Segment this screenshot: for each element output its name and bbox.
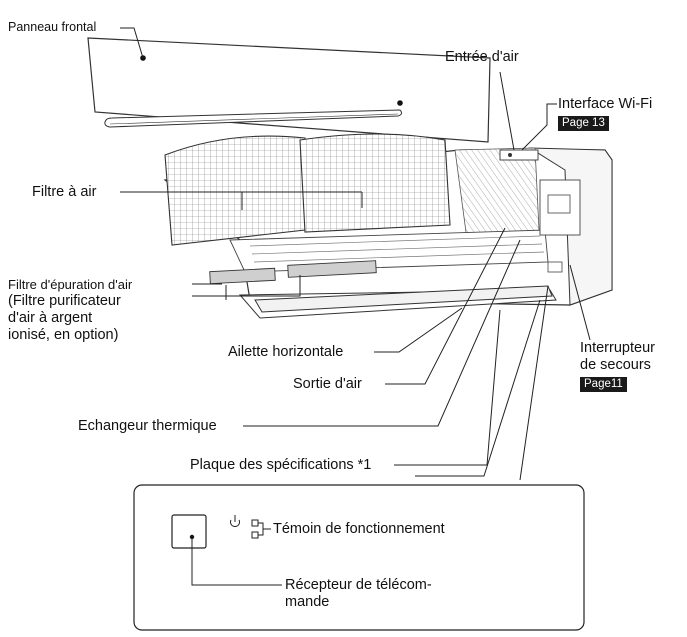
purification-filter-left: [209, 267, 276, 285]
label-purification-filter-line2: (Filtre purificateur: [8, 293, 121, 309]
horizontal-louver: [254, 285, 553, 313]
label-spec-plate: Plaque des spécifications *1: [190, 457, 372, 473]
label-purification-filter: Filtre d'épuration d'air (Filtre purific…: [8, 276, 132, 344]
label-remote-receiver-line2: mande: [285, 594, 330, 610]
air-filter-right: [299, 133, 451, 233]
label-operation-indicator: Témoin de fonctionnement: [273, 521, 445, 537]
badge-emergency-page[interactable]: Page11: [580, 377, 627, 392]
label-remote-receiver-line1: Récepteur de télécom-: [285, 577, 432, 593]
label-emergency-switch: Interrupteur de secours: [580, 340, 655, 374]
label-heat-exchanger: Echangeur thermique: [78, 418, 217, 434]
indoor-unit-body: [163, 147, 613, 319]
label-wifi-interface: Interface Wi-Fi: [558, 96, 653, 112]
label-air-outlet: Sortie d'air: [293, 376, 362, 392]
detail-box: [133, 484, 585, 631]
front-panel: [87, 37, 491, 143]
label-air-inlet: Entrée d'air: [445, 49, 519, 65]
label-horizontal-louver: Ailette horizontale: [228, 344, 344, 360]
remote-receiver-window: [171, 514, 207, 549]
label-purification-filter-line3: d'air à argent: [8, 310, 93, 326]
purification-filter-right: [287, 260, 377, 278]
label-remote-receiver: Récepteur de télécom- mande: [285, 577, 432, 611]
label-front-panel: Panneau frontal: [8, 20, 97, 34]
label-emergency-switch-line1: Interrupteur: [580, 340, 655, 356]
label-purification-filter-line1: Filtre d'épuration d'air: [8, 277, 133, 292]
label-purification-filter-line4: ionisé, en option): [8, 327, 119, 343]
label-emergency-switch-line2: de secours: [580, 357, 651, 373]
badge-wifi-page[interactable]: Page 13: [558, 116, 609, 131]
leader-lines: [120, 27, 591, 481]
label-air-filter: Filtre à air: [32, 184, 97, 200]
air-filter-left: [164, 135, 306, 246]
power-icon: [230, 515, 240, 527]
